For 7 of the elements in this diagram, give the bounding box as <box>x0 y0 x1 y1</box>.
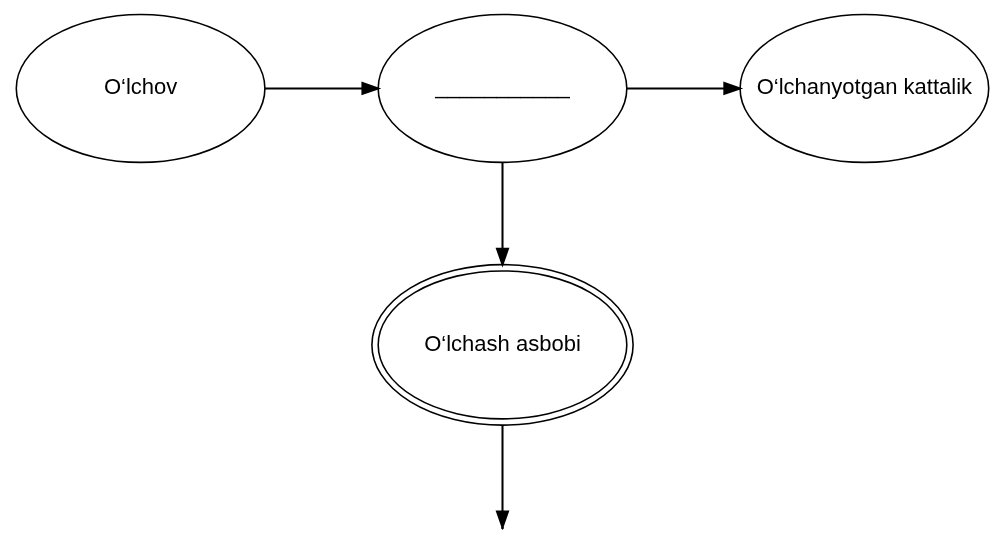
node-ellipse: O‘lchash asbobi <box>371 263 634 426</box>
node-ellipse: O‘lchanyotgan kattalik <box>739 13 990 164</box>
node-ellipse: O‘lchov <box>15 13 266 164</box>
arrow <box>265 81 382 96</box>
arrow <box>495 162 510 268</box>
arrow <box>626 81 744 96</box>
node-ellipse: ___________ <box>377 13 628 164</box>
